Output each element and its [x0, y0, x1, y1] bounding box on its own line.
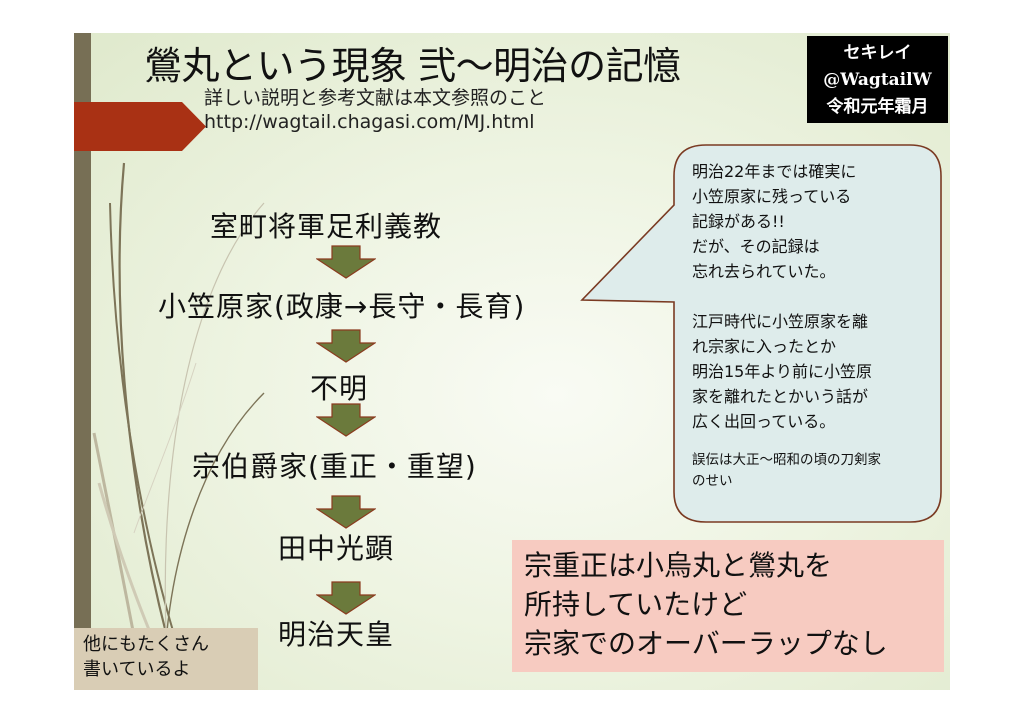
callout-line: 江戸時代に小笠原家を離: [692, 312, 869, 331]
down-arrow-icon: [316, 495, 376, 529]
slide-title: 鶯丸という現象 弐～明治の記憶: [144, 44, 681, 88]
callout-line: 明治15年より前に小笠原: [692, 362, 873, 381]
slide: 鶯丸という現象 弐～明治の記憶 詳しい説明と参考文献は本文参照のこと http:…: [74, 33, 950, 690]
callout-text: 明治22年までは確実に 小笠原家に残っている 記録がある!! だが、その記録は …: [692, 159, 937, 492]
highlight-box: 宗重正は小烏丸と鶯丸を 所持していたけど 宗家でのオーバーラップなし: [512, 540, 944, 672]
callout-note-line: のせい: [692, 473, 733, 489]
left-accent-bar: [74, 33, 91, 690]
footer-note-line: 書いているよ: [83, 659, 191, 680]
highlight-line: 所持していたけど: [524, 588, 748, 621]
callout-note: 誤伝は大正～昭和の頃の刀剣家 のせい: [692, 450, 937, 492]
callout-line: 記録がある!!: [692, 212, 785, 231]
flow-item-so-family: 宗伯爵家(重正・重望): [192, 450, 477, 483]
author-name: セキレイ: [843, 43, 912, 63]
down-arrow-icon: [316, 329, 376, 363]
reference-url[interactable]: http://wagtail.chagasi.com/MJ.html: [204, 111, 535, 133]
callout-line: 明治22年までは確実に: [692, 162, 857, 181]
callout-note-line: 誤伝は大正～昭和の頃の刀剣家: [692, 452, 881, 468]
flow-item-ashikaga: 室町将軍足利義教: [210, 210, 443, 243]
footer-note-line: 他にもたくさん: [83, 634, 209, 655]
callout-line: れ宗家に入ったとか: [692, 337, 837, 356]
callout-line: 広く出回っている。: [692, 412, 836, 431]
down-arrow-icon: [316, 403, 376, 437]
highlight-line: 宗家でのオーバーラップなし: [524, 627, 888, 660]
callout-line: だが、その記録は: [692, 237, 820, 256]
callout-line: 小笠原家に残っている: [692, 187, 852, 206]
flow-item-unknown: 不明: [310, 372, 369, 405]
footer-note-box: 他にもたくさん 書いているよ: [74, 628, 258, 690]
slide-subtitle: 詳しい説明と参考文献は本文参照のこと: [204, 87, 547, 109]
down-arrow-icon: [316, 245, 376, 279]
callout-line: 忘れ去られていた。: [692, 262, 836, 281]
flow-item-ogasawara: 小笠原家(政康→長守・長育): [158, 290, 526, 323]
author-handle: @WagtailW: [823, 70, 932, 90]
author-date: 令和元年霜月: [826, 97, 929, 117]
down-arrow-icon: [316, 581, 376, 615]
flow-item-meiji-emperor: 明治天皇: [278, 618, 395, 651]
callout-line: 家を離れたとかいう話が: [692, 387, 869, 406]
highlight-line: 宗重正は小烏丸と鶯丸を: [524, 549, 833, 582]
arrow-ribbon-icon: [74, 102, 206, 151]
author-box: セキレイ @WagtailW 令和元年霜月: [807, 36, 948, 123]
flow-item-tanaka: 田中光顕: [278, 532, 395, 565]
